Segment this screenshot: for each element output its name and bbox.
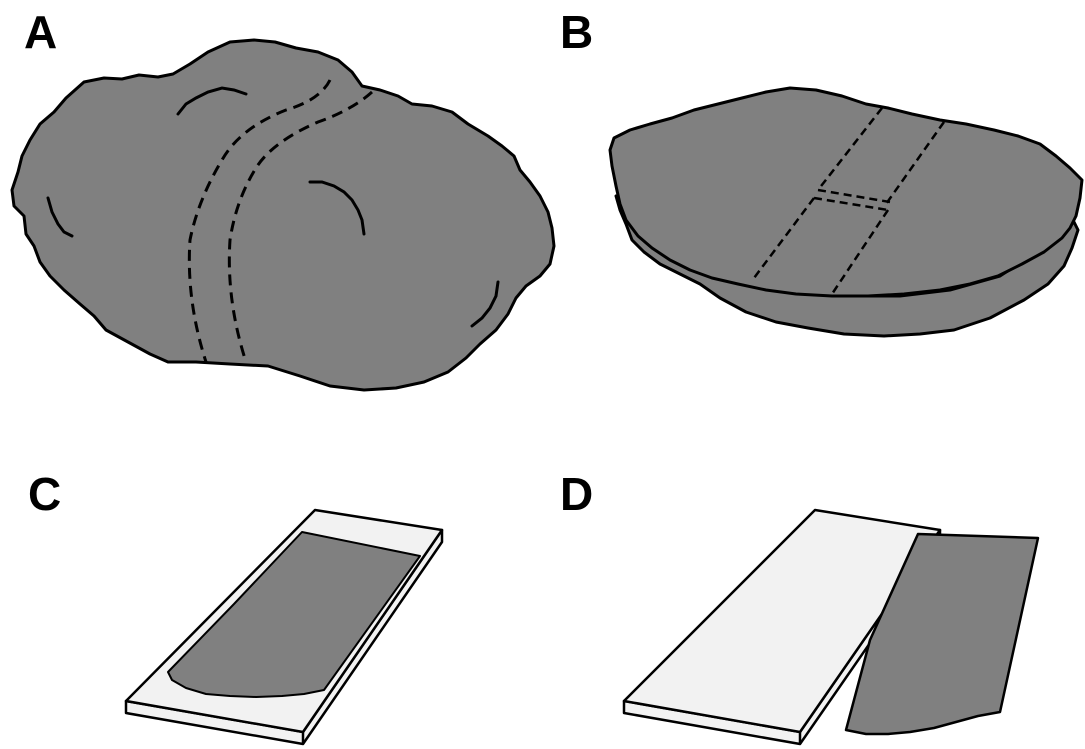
panel-a-label: A (24, 6, 57, 58)
panel-c-label: C (28, 468, 61, 520)
panel-d-label: D (560, 468, 593, 520)
rock-slab-top (610, 88, 1082, 296)
panel-c: C (28, 468, 442, 744)
panel-a: A (12, 6, 554, 390)
panel-d: D (560, 468, 1038, 744)
rock-fragment (12, 40, 554, 390)
panel-b-label: B (560, 6, 593, 58)
panel-b: B (560, 6, 1082, 336)
